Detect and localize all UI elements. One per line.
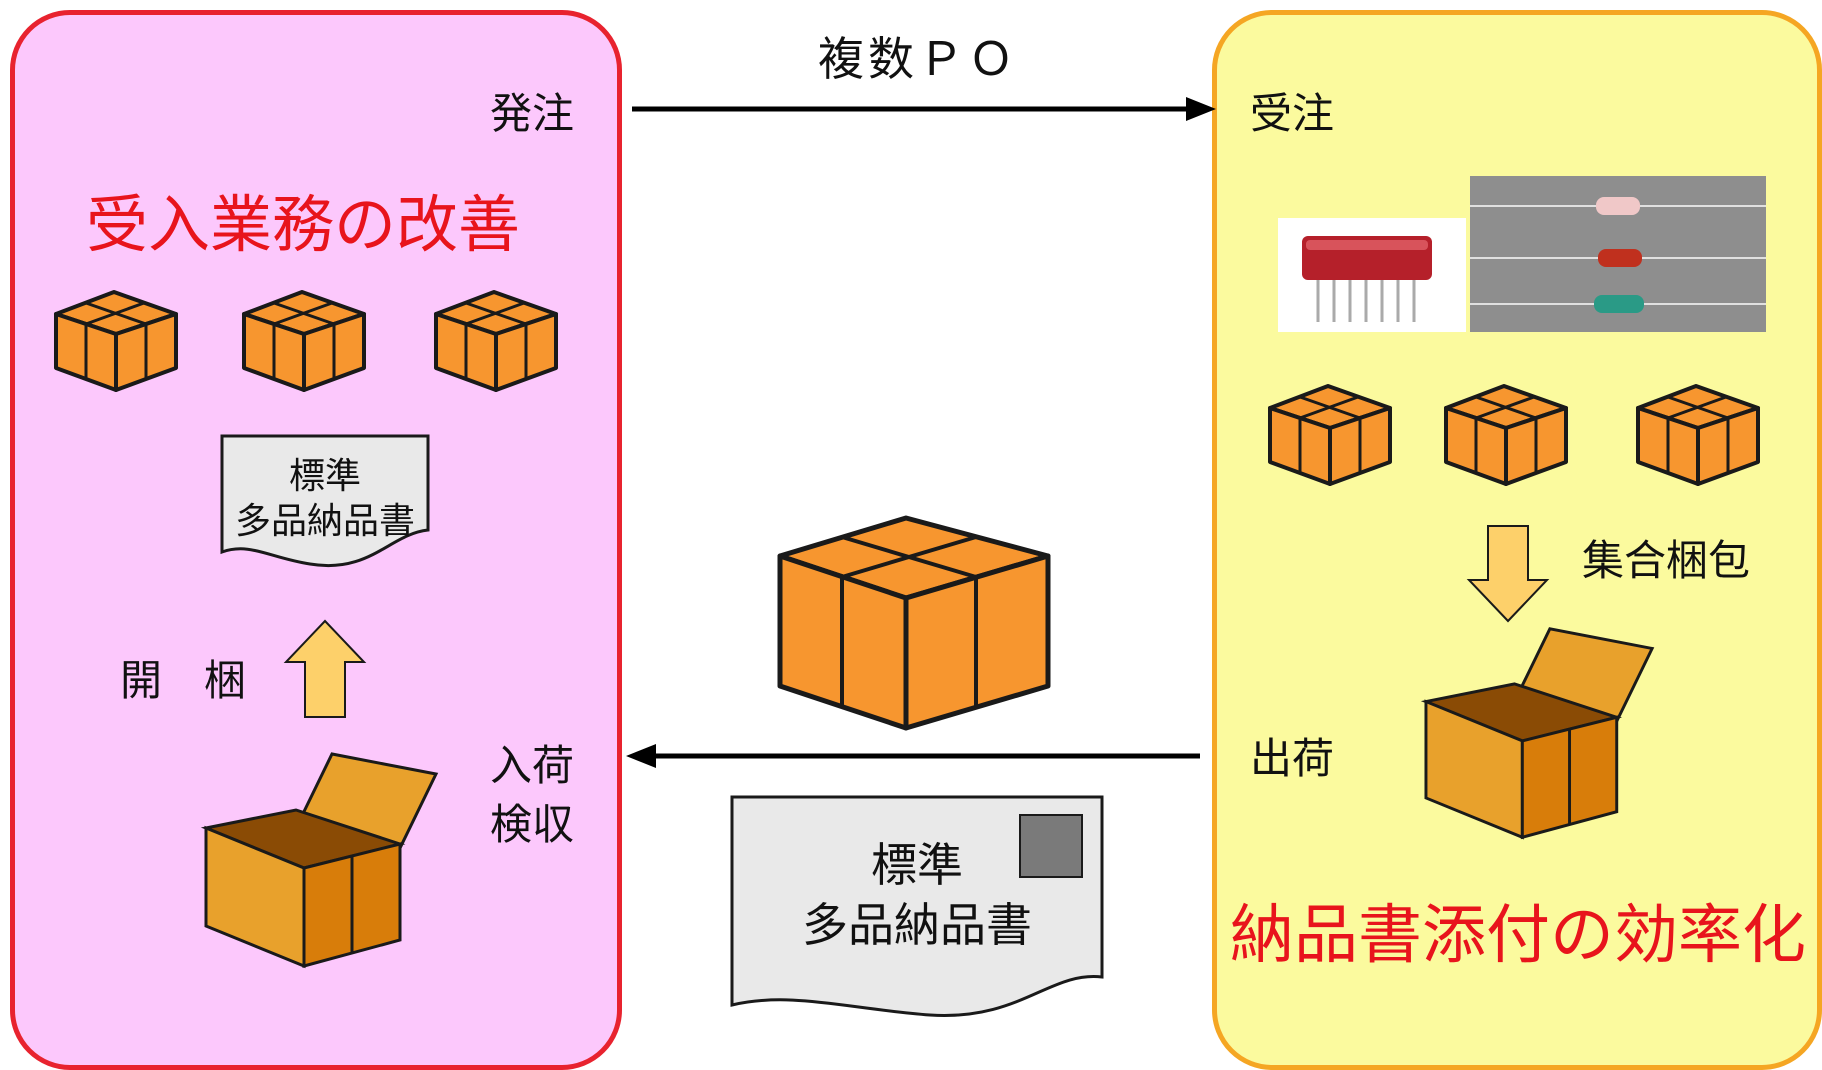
resistors-photo bbox=[1470, 176, 1766, 332]
left-slip-text: 標準 多品納品書 bbox=[220, 454, 430, 544]
open-box-icon bbox=[200, 752, 439, 969]
center-slip-line2: 多品納品書 bbox=[802, 897, 1032, 952]
po-label: 複数ＰＯ bbox=[818, 32, 1018, 86]
left-slip-line2: 多品納品書 bbox=[234, 501, 415, 542]
left-title: 受入業務の改善 bbox=[86, 188, 521, 261]
po-arrow bbox=[632, 97, 1216, 121]
center-slip-line1: 標準 bbox=[871, 838, 963, 892]
delivery-slip-icon bbox=[220, 434, 430, 568]
right-title: 納品書添付の効率化 bbox=[1230, 899, 1806, 973]
unpack-label: 開 梱 bbox=[120, 656, 247, 705]
closed-box-icon bbox=[1636, 384, 1760, 486]
closed-box-icon bbox=[434, 290, 558, 392]
center-slip-text: 標準 多品納品書 bbox=[730, 836, 1104, 956]
inspect-label: 検収 bbox=[490, 800, 575, 849]
shipping-box-icon bbox=[777, 515, 1051, 731]
receive-label: 入荷 bbox=[490, 741, 575, 790]
closed-box-icon bbox=[54, 290, 178, 392]
left-slip-line1: 標準 bbox=[288, 456, 361, 497]
down-arrow-icon bbox=[1466, 525, 1550, 623]
ship-label: 出荷 bbox=[1250, 734, 1335, 783]
shipment-arrow bbox=[626, 744, 1200, 768]
consolidate-label: 集合梱包 bbox=[1582, 536, 1751, 585]
open-box-icon bbox=[1420, 627, 1655, 840]
delivery-document-icon bbox=[730, 795, 1104, 1017]
resistor-network-photo bbox=[1278, 218, 1466, 332]
closed-box-icon bbox=[1268, 384, 1392, 486]
order-received-label: 受注 bbox=[1250, 89, 1335, 138]
closed-box-icon bbox=[242, 290, 366, 392]
closed-box-icon bbox=[1444, 384, 1568, 486]
order-label: 発注 bbox=[490, 89, 575, 138]
up-arrow-icon bbox=[283, 619, 367, 718]
